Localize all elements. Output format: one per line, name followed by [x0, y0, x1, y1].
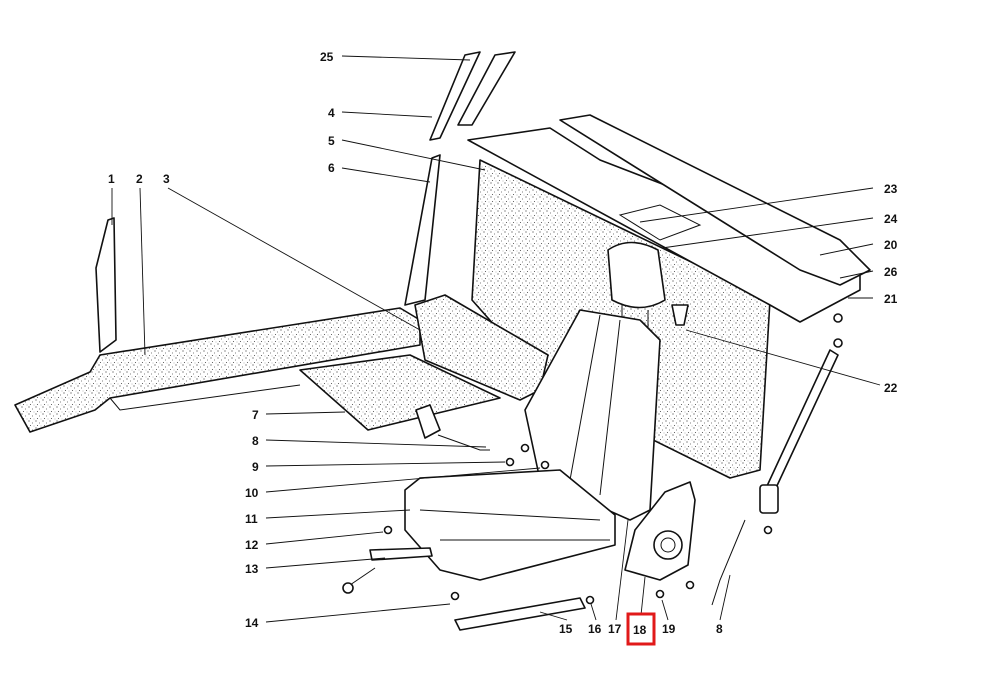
callout-25: 25 — [320, 50, 334, 64]
callout-labels: 25 4 5 6 1 2 3 23 24 20 26 21 22 7 8 9 1… — [108, 50, 898, 637]
callout-19: 19 — [662, 622, 676, 636]
callout-5: 5 — [328, 134, 335, 148]
parcel-shelf — [467, 114, 871, 323]
callout-24: 24 — [884, 212, 898, 226]
callout-12: 12 — [245, 538, 259, 552]
front-pillar-trim — [95, 217, 117, 353]
callout-15: 15 — [559, 622, 573, 636]
callout-18: 18 — [633, 623, 647, 637]
callout-8: 8 — [252, 434, 259, 448]
callout-3: 3 — [163, 172, 170, 186]
callout-7: 7 — [252, 408, 259, 422]
seat-belt — [415, 349, 839, 606]
callout-17: 17 — [608, 622, 622, 636]
callout-11: 11 — [245, 512, 258, 526]
callout-26: 26 — [884, 265, 898, 279]
callout-22: 22 — [884, 381, 898, 395]
b-pillar-trims — [404, 51, 516, 306]
callout-14: 14 — [245, 616, 259, 630]
fasteners — [383, 304, 843, 605]
callout-8-belt: 8 — [716, 622, 723, 636]
callout-6: 6 — [328, 161, 335, 175]
callout-16: 16 — [588, 622, 602, 636]
highlight-box — [626, 612, 656, 646]
callout-4: 4 — [328, 106, 335, 120]
callout-1: 1 — [108, 172, 115, 186]
floor-carpet — [299, 354, 501, 431]
callout-10: 10 — [245, 486, 259, 500]
callout-2: 2 — [136, 172, 143, 186]
recliner-mechanism — [624, 481, 696, 581]
seat-rails — [342, 547, 586, 631]
seat-cushion — [404, 469, 616, 581]
callout-9: 9 — [252, 460, 259, 474]
seat-back — [524, 309, 661, 521]
callout-13: 13 — [245, 562, 259, 576]
callout-21: 21 — [884, 292, 898, 306]
leader-lines — [111, 55, 881, 623]
callout-20: 20 — [884, 238, 898, 252]
callout-23: 23 — [884, 182, 898, 196]
